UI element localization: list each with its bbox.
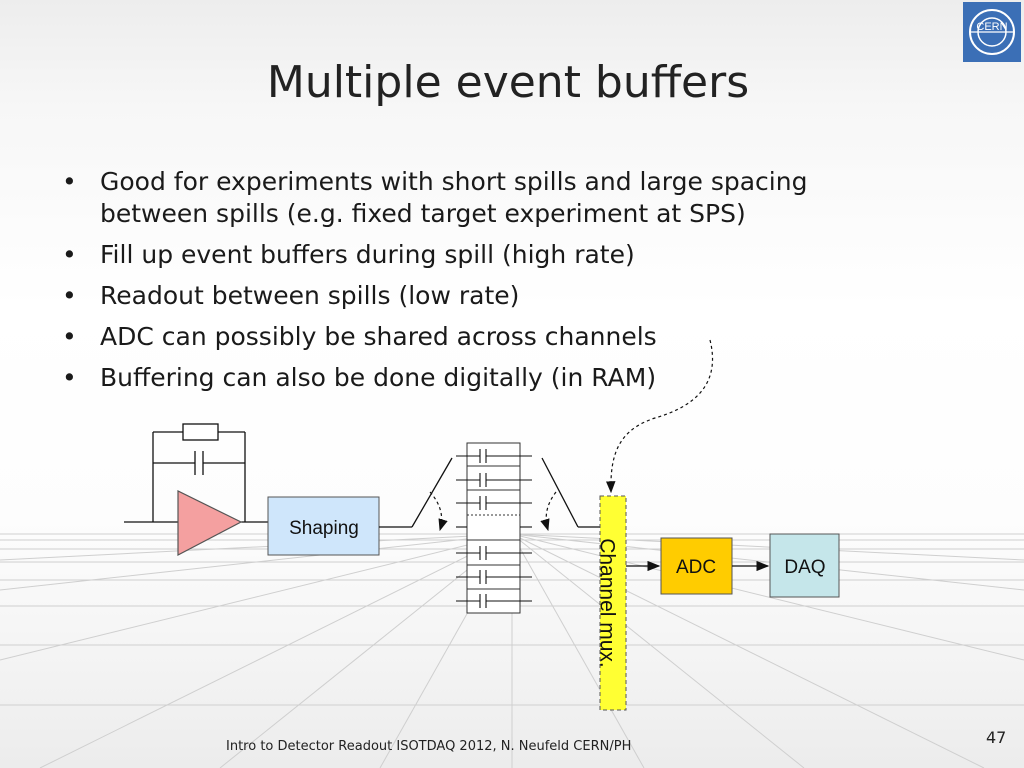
bullet-item: Fill up event buffers during spill (high…	[60, 239, 900, 271]
page-number: 47	[986, 728, 1007, 747]
channel-mux-label: Channel mux.	[595, 538, 618, 668]
capacitor-cells	[456, 449, 532, 608]
feedback-network	[124, 423, 268, 523]
bullet-item: Readout between spills (low rate)	[60, 280, 900, 312]
daq-box	[769, 533, 840, 598]
svg-text:CERN: CERN	[976, 21, 1007, 33]
slide-footer: Intro to Detector Readout ISOTDAQ 2012, …	[226, 739, 632, 754]
slide-title: Multiple event buffers	[266, 57, 750, 109]
capacitor-bank	[466, 442, 521, 614]
shaping-box	[267, 496, 380, 556]
shaping-label: Shaping	[289, 518, 359, 539]
mux-pointer-arrow	[605, 339, 714, 494]
daq-label: DAQ	[784, 557, 825, 578]
amplifier-symbol	[177, 490, 243, 556]
bullet-item: Good for experiments with short spills a…	[60, 166, 900, 230]
channel-mux-box	[599, 495, 627, 711]
bullet-item: ADC can possibly be shared across channe…	[60, 321, 900, 353]
adc-label: ADC	[676, 557, 716, 578]
cern-logo: CERN	[963, 2, 1021, 62]
bullet-list: Good for experiments with short spills a…	[60, 166, 900, 403]
bullet-item: Buffering can also be done digitally (in…	[60, 362, 900, 394]
adc-box	[660, 537, 733, 595]
